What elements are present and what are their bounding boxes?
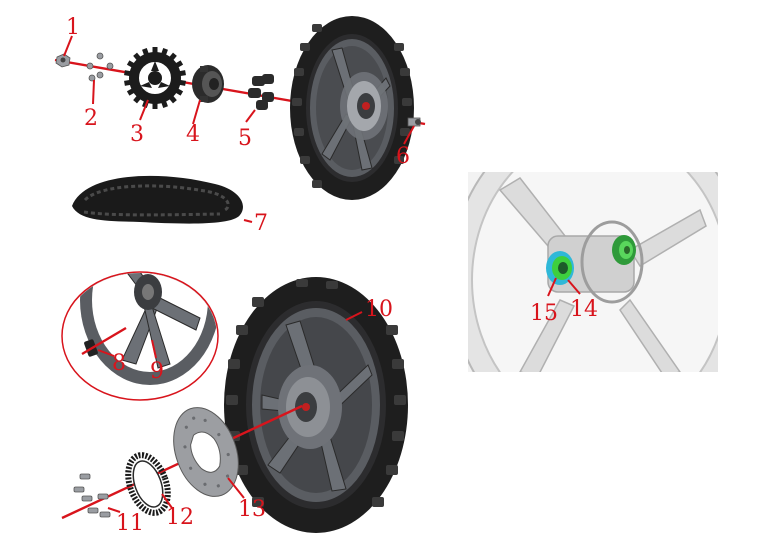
callout-11: 11	[116, 511, 144, 536]
callout-5: 5	[238, 126, 252, 151]
callout-7: 7	[254, 211, 268, 236]
bearing-15-part	[546, 251, 574, 285]
callout-14: 14	[570, 297, 598, 322]
bearing-detail-view: 15 14	[468, 172, 718, 372]
axle-part	[407, 117, 421, 127]
disc-bolts-part	[73, 473, 111, 518]
bottom-leader-lines	[97, 311, 363, 513]
detail-leader-lines	[547, 277, 581, 297]
detail-inset	[61, 271, 219, 401]
cush-drive-rubbers-part	[248, 74, 274, 110]
callout-1: 1	[66, 15, 80, 40]
top-leader-lines	[63, 35, 415, 223]
rear-wheel-bottom	[224, 277, 408, 533]
callout-10: 10	[365, 297, 393, 322]
rear-wheel-top	[290, 16, 414, 200]
axle-nut-part	[55, 53, 71, 68]
callout-12: 12	[166, 505, 194, 530]
bearing-14-part	[612, 235, 636, 265]
callout-13: 13	[238, 497, 266, 522]
drive-chain-part	[72, 175, 243, 224]
callout-4: 4	[186, 122, 200, 147]
callout-3: 3	[130, 122, 144, 147]
sprocket-bolts-part	[86, 52, 114, 82]
callout-8: 8	[112, 351, 126, 376]
brake-disc-part	[173, 407, 239, 497]
callout-2: 2	[84, 106, 98, 131]
top-assembly: 1 2 3 4 5 6 7	[54, 15, 426, 236]
bottom-callouts: 8 9 10 11 12 13	[112, 297, 393, 536]
rear-sprocket-part	[124, 47, 186, 109]
callout-9: 9	[150, 359, 164, 384]
callout-15: 15	[530, 301, 558, 326]
callout-6: 6	[396, 144, 410, 169]
bottom-assembly: 8 9 10 11 12 13	[61, 271, 408, 536]
top-callouts: 1 2 3 4 5 6 7	[66, 15, 410, 236]
sprocket-carrier-part	[192, 65, 224, 103]
